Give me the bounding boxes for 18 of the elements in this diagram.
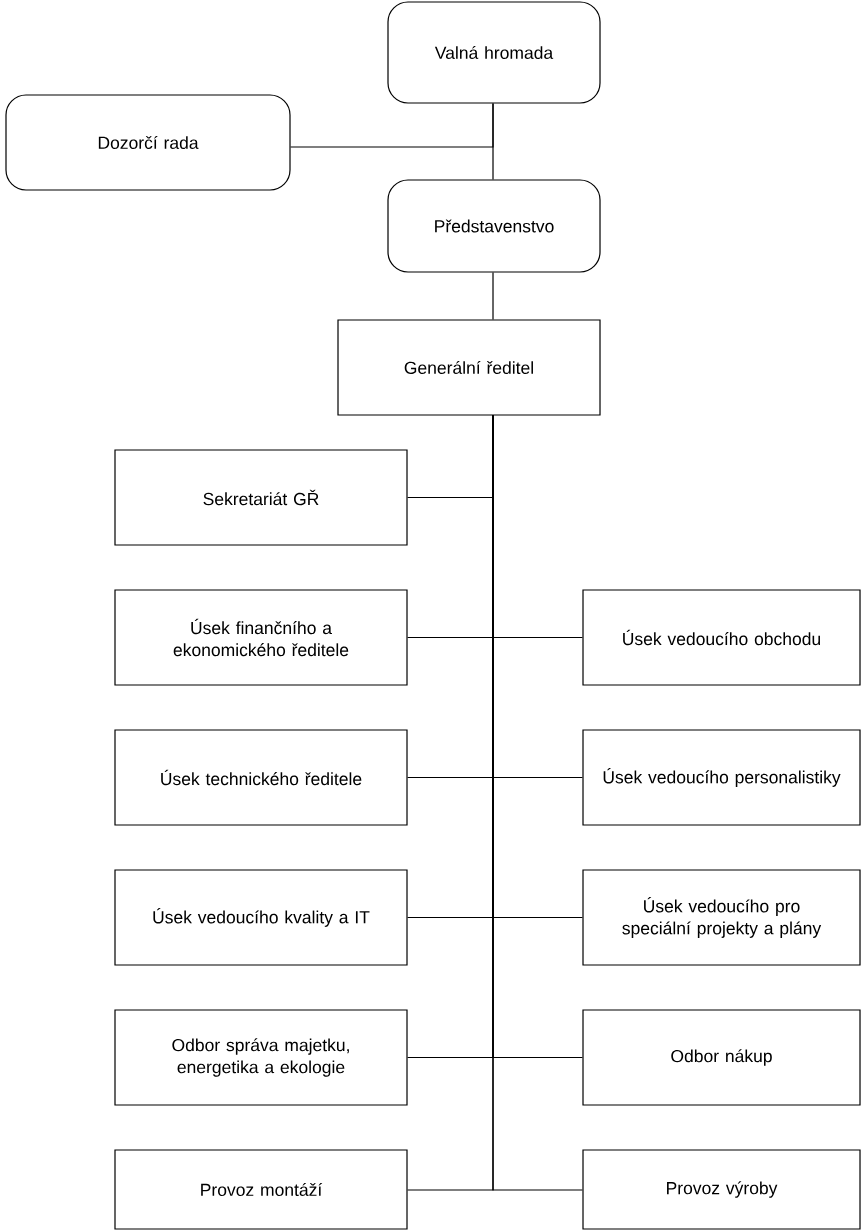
rounded-box: Představenstvo	[387, 179, 601, 273]
process-box: Úsek technického ředitele	[114, 729, 408, 826]
process-box: Úsek vedoucího personalistiky	[582, 729, 861, 826]
process-box: Generální ředitel	[337, 319, 601, 416]
process-box: Odbor správa majetku, energetika a ekologie	[114, 1009, 408, 1106]
process-box: Provoz výroby	[582, 1149, 861, 1230]
process-box: Provoz montáží	[114, 1149, 408, 1230]
connector-line	[290, 103, 494, 148]
process-box: Sekretariát GŘ	[114, 449, 408, 546]
process-box: Úsek vedoucího pro speciální projekty a plány	[582, 869, 861, 966]
process-box: Odbor nákup	[582, 1009, 861, 1106]
process-box: Úsek vedoucího obchodu	[582, 589, 861, 686]
process-box: Úsek finančního a ekonomického ředitele	[114, 589, 408, 686]
connector-line	[492, 272, 494, 320]
connector-line	[492, 415, 583, 1191]
rounded-box: Dozorčí rada	[5, 94, 291, 191]
process-box: Úsek vedoucího kvality a IT	[114, 869, 408, 966]
rounded-box: Valná hromada	[387, 1, 601, 104]
